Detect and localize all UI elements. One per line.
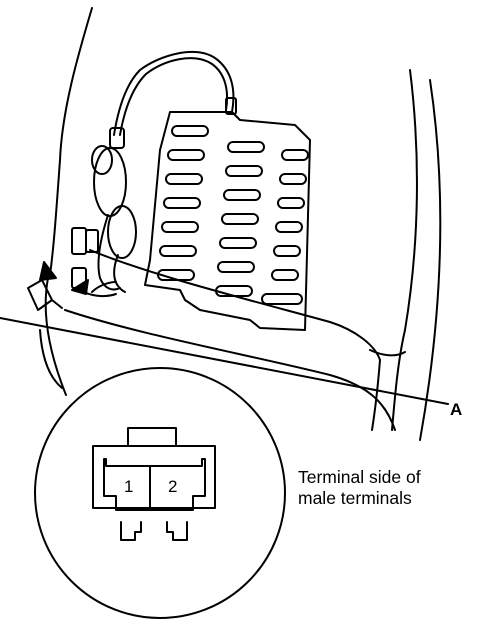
pin-2-label: 2 — [168, 477, 177, 496]
heater-slots-middle — [215, 141, 265, 297]
caption-line-1: Terminal side of — [298, 467, 421, 487]
connector-body — [92, 445, 216, 509]
harness-wire-loop — [113, 51, 235, 136]
seat-cushion-fold — [369, 349, 406, 357]
harness-wire-loop-inner — [119, 57, 229, 136]
connector-plug-right — [85, 229, 99, 253]
magnifier-circle — [34, 367, 286, 619]
seat-back-right-edge — [391, 69, 418, 431]
arrow-to-connector — [91, 281, 117, 293]
callout-a-label: A — [450, 400, 462, 419]
harness-lead-down-2 — [113, 254, 126, 293]
heater-slots-left — [157, 125, 209, 281]
caption-line-2: male terminals — [298, 488, 412, 508]
pin-1-label: 1 — [124, 477, 133, 496]
connector-latch — [127, 427, 177, 447]
terminal-caption: Terminal side of male terminals — [298, 467, 488, 509]
wire-sleeve-top — [225, 97, 237, 115]
protector-sleeve — [107, 205, 137, 259]
connector-face: 1 2 — [92, 427, 216, 541]
heater-pad-outline — [144, 111, 311, 331]
seat-bolster — [371, 359, 381, 431]
wire-sleeve-left — [109, 127, 125, 149]
heater-pad — [144, 111, 311, 331]
arrow-from-magnifier-head — [39, 261, 57, 281]
connector-foot-left — [120, 521, 142, 541]
connector-plug-left — [71, 227, 87, 255]
thermostat-cap — [91, 145, 113, 175]
seat-back — [39, 7, 442, 441]
seat-back-left-edge — [49, 7, 93, 276]
magnified-view: 1 2 — [34, 367, 286, 619]
connector-inner-frame — [103, 458, 206, 511]
arrow-to-connector-head — [71, 279, 89, 295]
arrows — [39, 261, 117, 396]
clip-bracket — [27, 279, 63, 311]
seat-cushion-edge — [39, 329, 63, 389]
wire-harness — [27, 51, 237, 311]
callout-a-leader — [0, 317, 449, 405]
arrow-from-magnifier — [44, 277, 67, 396]
heater-slots-right — [261, 149, 309, 305]
connector-foot-right — [166, 521, 188, 541]
seat-back-inner-curve — [89, 249, 381, 361]
seat-back-right-inner — [419, 79, 442, 441]
harness-lead-down — [97, 214, 121, 291]
